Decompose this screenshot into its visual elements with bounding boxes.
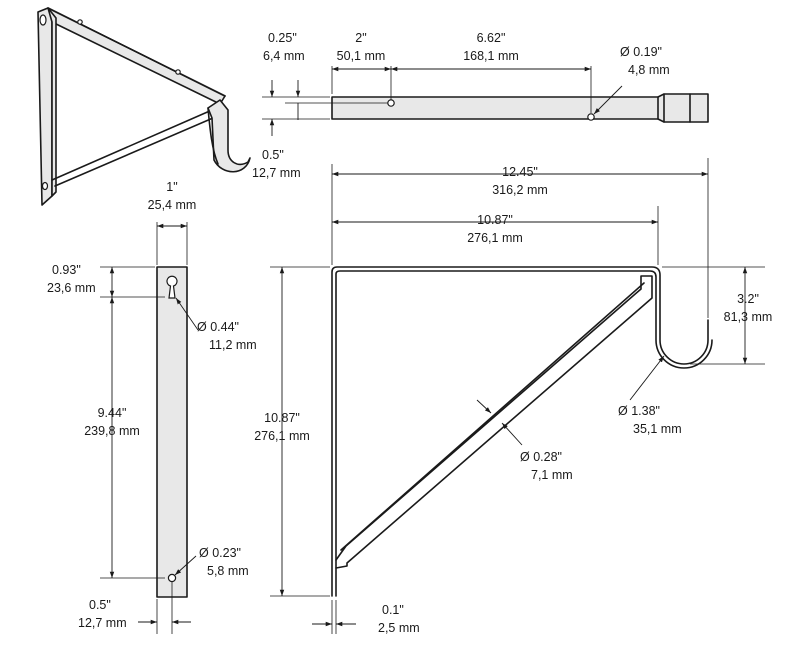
side-hook-mm: 81,3 mm — [724, 310, 773, 324]
front-top-in: 0.93" — [52, 263, 81, 277]
front-small-hole-in: Ø 0.23" — [199, 546, 241, 560]
side-hook-dia-in: Ø 1.38" — [618, 404, 660, 418]
top-edge-mm: 6,4 mm — [263, 49, 305, 63]
side-thick-in: 0.1" — [382, 603, 404, 617]
front-bottom-in: 0.5" — [89, 598, 111, 612]
front-spacing-in: 9.44" — [98, 406, 127, 420]
side-hook-in: 3.2" — [737, 292, 759, 306]
side-hook-dia-mm: 35,1 mm — [633, 422, 682, 436]
front-keyhole-mm: 11,2 mm — [209, 338, 257, 352]
front-width-in: 1" — [166, 180, 177, 194]
top-spacing-mm: 168,1 mm — [463, 49, 519, 63]
side-depth-mm: 276,1 mm — [467, 231, 523, 245]
side-overall-in: 12.45" — [502, 165, 538, 179]
top-width-in: 0.5" — [262, 148, 284, 162]
top-first-hole-mm: 50,1 mm — [337, 49, 386, 63]
top-spacing-in: 6.62" — [477, 31, 506, 45]
top-hole-dia-mm: 4,8 mm — [628, 63, 670, 77]
top-view: 2" 50,1 mm 6.62" 168,1 mm 0.25" 6,4 mm 0… — [252, 31, 709, 180]
front-bottom-mm: 12,7 mm — [78, 616, 127, 630]
side-overall-mm: 316,2 mm — [492, 183, 548, 197]
side-height-in: 10.87" — [264, 411, 300, 425]
front-keyhole-in: Ø 0.44" — [197, 320, 239, 334]
top-width-mm: 12,7 mm — [252, 166, 301, 180]
side-depth-in: 10.87" — [477, 213, 513, 227]
front-small-hole-mm: 5,8 mm — [207, 564, 249, 578]
top-first-hole-in: 2" — [355, 31, 366, 45]
front-spacing-mm: 239,8 mm — [84, 424, 140, 438]
front-top-mm: 23,6 mm — [47, 281, 96, 295]
side-brace-in: Ø 0.28" — [520, 450, 562, 464]
side-brace-mm: 7,1 mm — [531, 468, 573, 482]
front-view: 1" 25,4 mm 0.93" 23,6 mm 9.44" 239,8 mm … — [47, 180, 257, 634]
isometric-bracket-view — [37, 7, 251, 206]
top-hole-dia-in: Ø 0.19" — [620, 45, 662, 59]
side-height-mm: 276,1 mm — [254, 429, 310, 443]
front-width-mm: 25,4 mm — [148, 198, 197, 212]
top-edge-in: 0.25" — [268, 31, 297, 45]
side-view: 12.45" 316,2 mm 10.87" 276,1 mm 10.87" 2… — [254, 158, 772, 635]
side-thick-mm: 2,5 mm — [378, 621, 420, 635]
